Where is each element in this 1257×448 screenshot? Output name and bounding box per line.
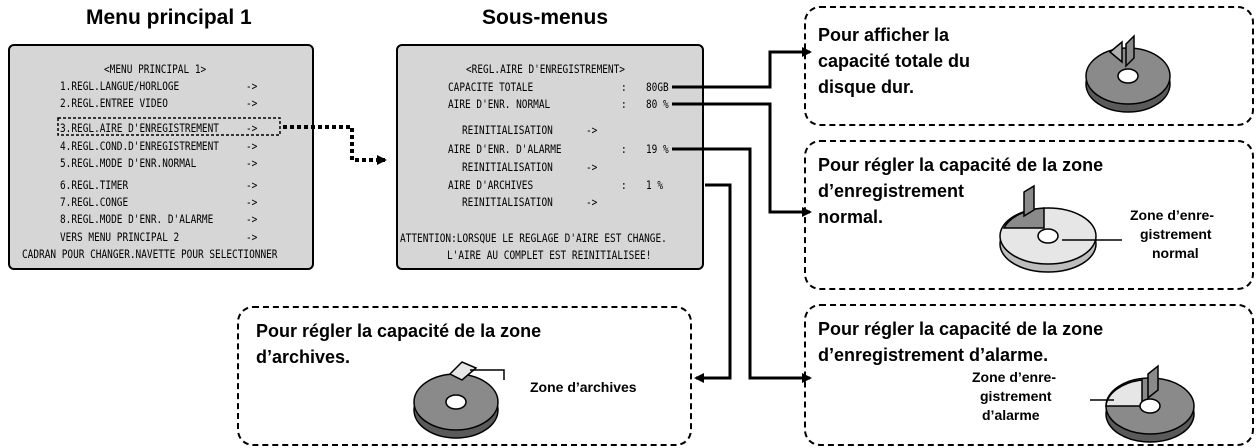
note-archive-line-1: Pour régler la capacité de la zone (256, 321, 542, 341)
note-normal-line-3: normal. (818, 207, 884, 227)
alarm-zone-label-2: gistrement (980, 388, 1052, 404)
warning-line-2: L'AIRE AU COMPLET EST REINITIALISEE! (447, 248, 652, 262)
normal-zone-label-2: gistrement (1140, 226, 1212, 242)
alarm-area-value[interactable]: 19 % (646, 142, 669, 156)
main-menu-item-6[interactable]: 6.REGL.TIMER (60, 178, 129, 192)
alarm-reset-arrow: -> (586, 160, 598, 174)
archive-reset-label[interactable]: REINITIALISATION (462, 195, 553, 209)
archive-area-value[interactable]: 1 % (646, 178, 664, 192)
sub-menus-title: Sous-menus (482, 6, 609, 29)
main-menu-title: Menu principal 1 (86, 6, 252, 29)
main-menu-item-8[interactable]: 8.REGL.MODE D'ENR. D'ALARME (60, 212, 214, 226)
pie-archive-icon (413, 361, 505, 439)
normal-zone-label-3: normal (1152, 245, 1199, 261)
note-alarm-line-1: Pour régler la capacité de la zone (818, 319, 1104, 339)
total-connector (672, 47, 812, 89)
note-total-line-2: capacité totale du (818, 51, 971, 71)
note-normal-line-1: Pour régler la capacité de la zone (818, 155, 1104, 175)
note-alarm-line-2: d’enregistrement d’alarme. (818, 345, 1049, 365)
main-menu-item-1-arrow: -> (246, 79, 258, 93)
archive-area-label[interactable]: AIRE D'ARCHIVES (448, 178, 534, 192)
main-menu-item-3[interactable]: 3.REGL.AIRE D'ENREGISTREMENT (60, 121, 219, 135)
total-capacity-label: CAPACITE TOTALE (448, 80, 534, 94)
main-menu-item-1[interactable]: 1.REGL.LANGUE/HORLOGE (60, 79, 180, 93)
normal-zone-label-1: Zone d’enre- (1130, 207, 1215, 223)
total-capacity-sep: : (621, 80, 627, 94)
normal-area-value[interactable]: 80 % (646, 97, 669, 111)
alarm-zone-label-1: Zone d’enre- (972, 369, 1057, 385)
warning-line-1: ATTENTION:LORSQUE LE REGLAGE D'AIRE EST … (400, 231, 667, 245)
main-menu-item-5-arrow: -> (246, 156, 258, 170)
note-normal-line-2: d’enregistrement (818, 181, 965, 201)
main-menu-item-6-arrow: -> (246, 178, 258, 192)
main-to-sub-connector (283, 125, 387, 165)
normal-reset-arrow: -> (586, 123, 598, 137)
main-menu-item-8-arrow: -> (246, 212, 258, 226)
selected-item-highlight (57, 117, 281, 136)
archive-zone-label: Zone d’archives (530, 379, 637, 395)
main-menu-item-2[interactable]: 2.REGL.ENTREE VIDEO (60, 96, 168, 110)
note-archive-line-2: d’archives. (256, 347, 351, 367)
alarm-area-sep: : (621, 142, 627, 156)
pie-alarm-icon (1090, 364, 1195, 443)
main-menu-item-3-arrow: -> (246, 121, 258, 135)
main-menu-item-4[interactable]: 4.REGL.COND.D'ENREGISTREMENT (60, 139, 219, 153)
note-archive-area (237, 306, 692, 446)
normal-area-label[interactable]: AIRE D'ENR. NORMAL (448, 97, 551, 111)
alarm-zone-label-3: d’alarme (982, 407, 1040, 423)
pie-normal-icon (999, 184, 1122, 273)
sub-menu-header: <REGL.AIRE D'ENREGISTREMENT> (466, 62, 625, 76)
note-total-capacity (804, 6, 1254, 126)
note-total-line-1: Pour afficher la (818, 25, 950, 45)
main-menu-header: <MENU PRINCIPAL 1> (104, 62, 207, 76)
total-capacity-value: 80GB (646, 80, 669, 94)
main-menu-item-7-arrow: -> (246, 195, 258, 209)
main-menu-item-9[interactable]: VERS MENU PRINCIPAL 2 (60, 230, 180, 244)
main-menu-item-4-arrow: -> (246, 139, 258, 153)
alarm-reset-label[interactable]: REINITIALISATION (462, 160, 553, 174)
normal-reset-label[interactable]: REINITIALISATION (462, 123, 553, 137)
note-total-line-3: disque dur. (818, 77, 915, 97)
alarm-area-label[interactable]: AIRE D'ENR. D'ALARME (448, 142, 562, 156)
main-menu-screen (8, 44, 314, 270)
main-menu-item-9-arrow: -> (246, 230, 258, 244)
main-menu-item-7[interactable]: 7.REGL.CONGE (60, 195, 129, 209)
archive-reset-arrow: -> (586, 195, 598, 209)
alarm-connector (672, 147, 812, 383)
main-menu-footer: CADRAN POUR CHANGER.NAVETTE POUR SELECTI… (22, 247, 278, 261)
archive-connector (694, 183, 732, 383)
normal-area-sep: : (621, 97, 627, 111)
sub-menu-screen (396, 44, 704, 270)
main-menu-item-5[interactable]: 5.REGL.MODE D'ENR.NORMAL (60, 156, 197, 170)
main-menu-item-2-arrow: -> (246, 96, 258, 110)
archive-area-sep: : (621, 178, 627, 192)
pie-total-icon (1085, 34, 1171, 113)
normal-connector (672, 102, 812, 217)
